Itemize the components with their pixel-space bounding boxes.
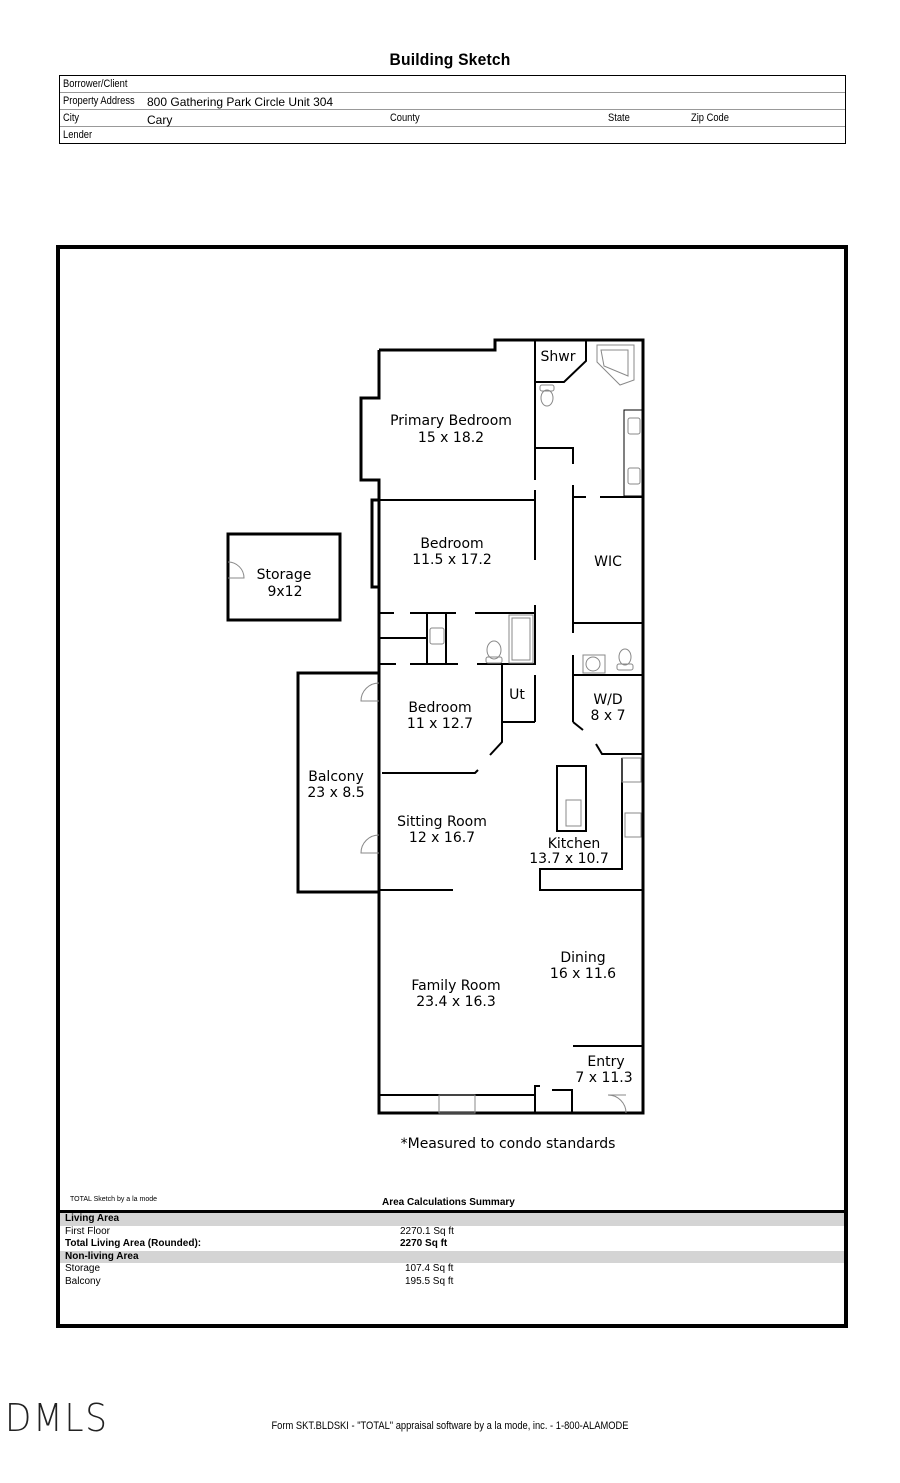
room-primary-bedroom-label: Primary Bedroom — [390, 413, 512, 429]
summary-title: Area Calculations Summary — [382, 1197, 515, 1208]
summary-header: TOTAL Sketch by a la mode Area Calculati… — [60, 1194, 844, 1213]
address-label: Property Address — [63, 95, 135, 107]
area-summary-table: Living Area First Floor 2270.1 Sq ft Tot… — [60, 1213, 844, 1288]
living-area-header: Living Area — [60, 1213, 844, 1226]
nonliving-area-header: Non-living Area — [60, 1250, 844, 1263]
room-dining-dims: 16 x 11.6 — [550, 966, 616, 982]
sketch-credit: TOTAL Sketch by a la mode — [70, 1196, 158, 1203]
room-kitchen-dims: 13.7 x 10.7 — [529, 851, 609, 867]
room-storage-dims: 9x12 — [267, 584, 302, 600]
lender-row: Lender — [60, 127, 845, 143]
room-entry-dims: 7 x 11.3 — [575, 1070, 632, 1086]
room-bedroom-1-label: Bedroom — [420, 536, 483, 552]
state-label: State — [608, 112, 630, 124]
lender-label: Lender — [63, 129, 93, 141]
floor-plan: Shwr Primary Bedroom 15 x 18.2 Bedroom 1… — [226, 338, 645, 1152]
room-wd-label: W/D — [593, 692, 622, 708]
total-living-row: Total Living Area (Rounded): 2270 Sq ft — [65, 1238, 448, 1249]
property-info-table: Borrower/Client Property Address 800 Gat… — [59, 75, 846, 144]
address-value: 800 Gathering Park Circle Unit 304 — [147, 95, 334, 109]
first-floor-row: First Floor 2270.1 Sq ft — [65, 1225, 454, 1237]
address-row: Property Address 800 Gathering Park Circ… — [60, 93, 845, 110]
balcony-row: Balcony 195.5 Sq ft — [65, 1275, 454, 1287]
room-balcony-label: Balcony — [308, 769, 364, 785]
room-wic-label: WIC — [594, 554, 622, 570]
room-shwr-label: Shwr — [541, 349, 576, 365]
room-dining-label: Dining — [560, 950, 605, 966]
balcony-wall — [296, 671, 379, 894]
city-row: City Cary County State Zip Code — [60, 110, 845, 127]
room-bedroom-1-dims: 11.5 x 17.2 — [412, 552, 492, 568]
room-primary-bedroom-dims: 15 x 18.2 — [418, 430, 484, 446]
room-bedroom-2-dims: 11 x 12.7 — [407, 716, 473, 732]
room-family-room-label: Family Room — [411, 978, 500, 994]
measurement-note: *Measured to condo standards — [401, 1136, 616, 1152]
room-sitting-room-label: Sitting Room — [397, 814, 487, 830]
zip-label: Zip Code — [691, 112, 729, 124]
form-footer: Form SKT.BLDSKI - "TOTAL" appraisal soft… — [271, 1420, 629, 1432]
sketch-frame — [56, 245, 848, 1328]
room-balcony-dims: 23 x 8.5 — [307, 785, 364, 801]
room-kitchen-label: Kitchen — [548, 836, 601, 852]
city-label: City — [63, 112, 80, 124]
room-storage-label: Storage — [257, 567, 312, 583]
room-family-room-dims: 23.4 x 16.3 — [416, 994, 496, 1010]
borrower-label: Borrower/Client — [63, 78, 128, 90]
dmls-logo: DMLS — [5, 1396, 109, 1440]
room-sitting-room-dims: 12 x 16.7 — [409, 830, 475, 846]
storage-row: Storage 107.4 Sq ft — [65, 1263, 454, 1274]
storage-wall — [226, 532, 342, 622]
borrower-row: Borrower/Client — [60, 76, 845, 93]
county-label: County — [390, 112, 420, 124]
room-ut-label: Ut — [509, 687, 525, 703]
room-wd-dims: 8 x 7 — [591, 708, 626, 724]
document-title: Building Sketch — [389, 50, 511, 69]
room-bedroom-2-label: Bedroom — [408, 700, 471, 716]
room-entry-label: Entry — [587, 1054, 624, 1070]
city-value: Cary — [147, 113, 173, 127]
